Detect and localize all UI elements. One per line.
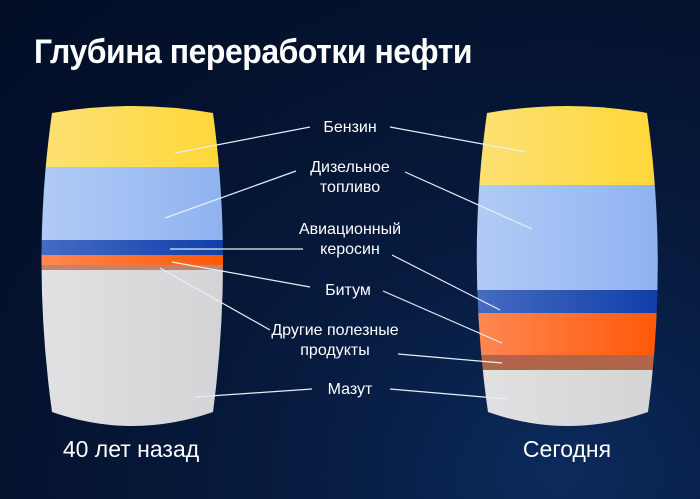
barrel-today [476,106,658,426]
label-text: керосин [320,241,380,258]
leader-lines [159,126,533,400]
label-text: продукты [300,342,370,359]
page-title: Глубина переработки нефти [34,33,473,71]
band-diesel [476,185,658,290]
label-text: Битум [325,282,371,299]
band-kerosene [41,240,223,255]
band-mazut [41,270,223,426]
label-text: Другие полезные [271,322,399,339]
label-text: Мазут [327,381,373,398]
band-other [41,265,223,270]
label-text: Бензин [323,119,377,136]
band-benzin [476,106,658,185]
caption-today: Сегодня [522,436,612,462]
label-text: топливо [319,179,381,196]
label-benzin: Бензин [323,118,376,138]
label-diesel: Дизельное топливо [310,158,390,198]
band-bitumen [41,255,223,265]
caption-40-years-ago: 40 лет назад [62,436,200,462]
label-text: Дизельное [310,159,390,176]
label-kerosene: Авиационный керосин [299,220,401,260]
band-other [476,355,658,370]
label-mazut: Мазут [328,380,373,400]
band-bitumen [476,313,658,355]
band-benzin [41,106,223,167]
band-kerosene [476,290,658,313]
label-bitumen: Битум [325,281,371,301]
label-other: Другие полезные продукты [271,321,398,361]
barrel-40-years-ago [41,106,223,426]
label-text: Авиационный [298,221,402,238]
band-diesel [41,167,223,240]
band-mazut [476,370,658,426]
